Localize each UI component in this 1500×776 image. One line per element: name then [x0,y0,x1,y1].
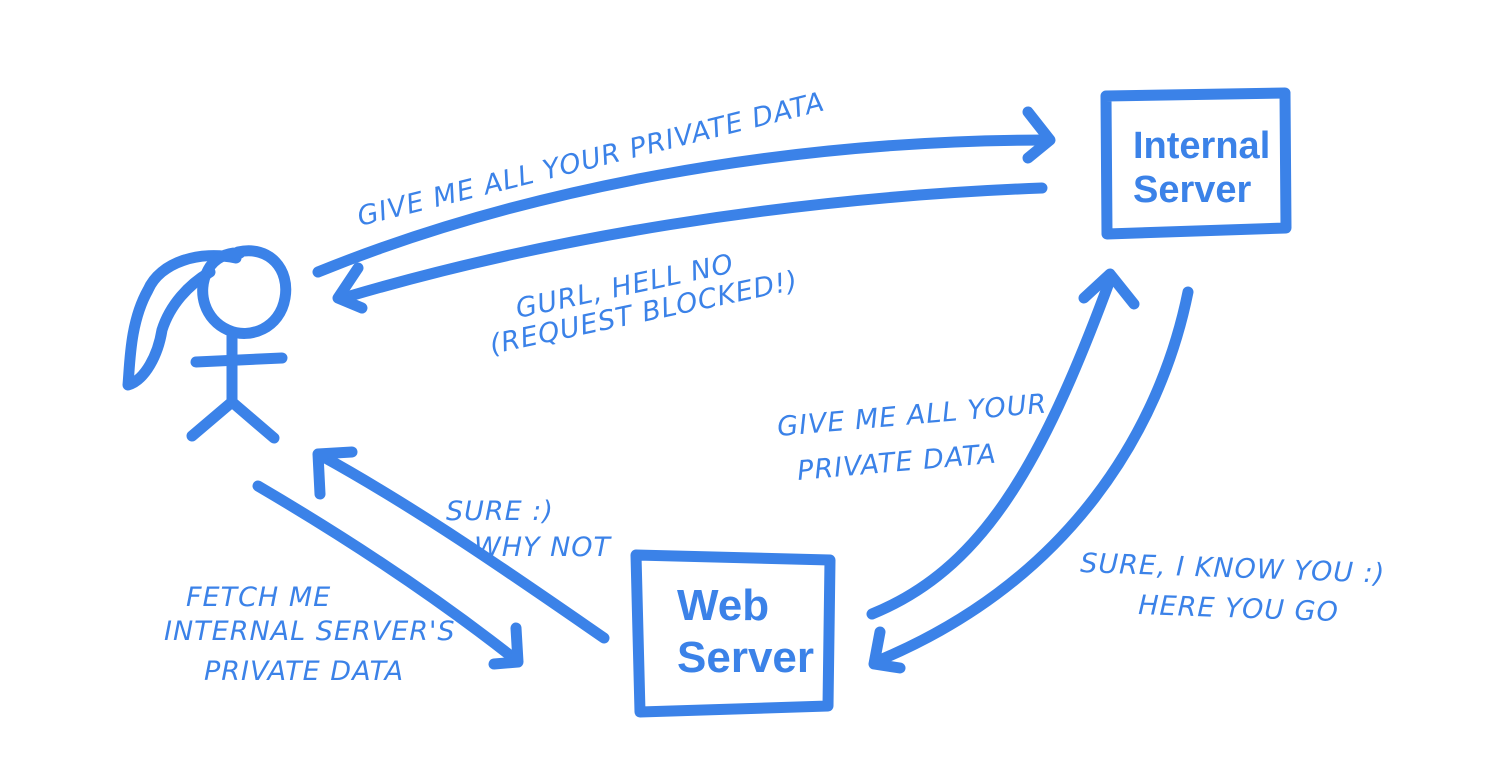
arrow-response-web [312,446,610,644]
arrow-request-fetch [252,480,524,670]
label-response-web: SURE :) WHY NOT [446,496,613,563]
internal-server-label-line1: Internal [1133,125,1270,167]
user-figure [122,245,292,444]
internal-server-label-line2: Server [1133,169,1252,211]
label-response-internal-line2: HERE YOU GO [1138,590,1340,628]
user-arms [190,352,288,368]
label-response-internal: SURE, I KNOW YOU :) HERE YOU GO [1080,548,1386,628]
web-server-label-line1: Web [677,581,769,630]
user-head [197,245,292,339]
web-server-label-line2: Server [677,633,814,682]
label-request-fetch: FETCH ME INTERNAL SERVER'S PRIVATE DATA [164,582,456,687]
label-request-fetch-line2: INTERNAL SERVER'S [164,616,456,647]
web-server-node: Web Server [630,549,836,718]
label-response-blocked: GURL, HELL NO (REQUEST BLOCKED!) [487,248,801,361]
arrow-request-direct [312,106,1056,278]
label-response-web-line2: WHY NOT [474,532,613,563]
label-request-via-web-line2: PRIVATE DATA [796,439,998,487]
arrow-response-blocked [332,182,1048,314]
label-request-via-web: GIVE ME ALL YOUR PRIVATE DATA [776,388,1049,486]
user-legs [186,396,280,444]
label-request-via-web-line1: GIVE ME ALL YOUR [776,388,1049,442]
arrow-response-internal [868,286,1194,674]
user-ponytail [122,250,242,391]
label-request-fetch-line1: FETCH ME [186,582,331,613]
label-response-web-line1: SURE :) [446,496,554,527]
web-server-box [630,549,836,718]
internal-server-node: Internal Server [1100,87,1292,240]
label-request-fetch-line3: PRIVATE DATA [204,656,404,687]
internal-server-box [1100,87,1292,240]
arrow-request-via-web [866,268,1140,620]
label-response-internal-line1: SURE, I KNOW YOU :) [1080,548,1386,590]
